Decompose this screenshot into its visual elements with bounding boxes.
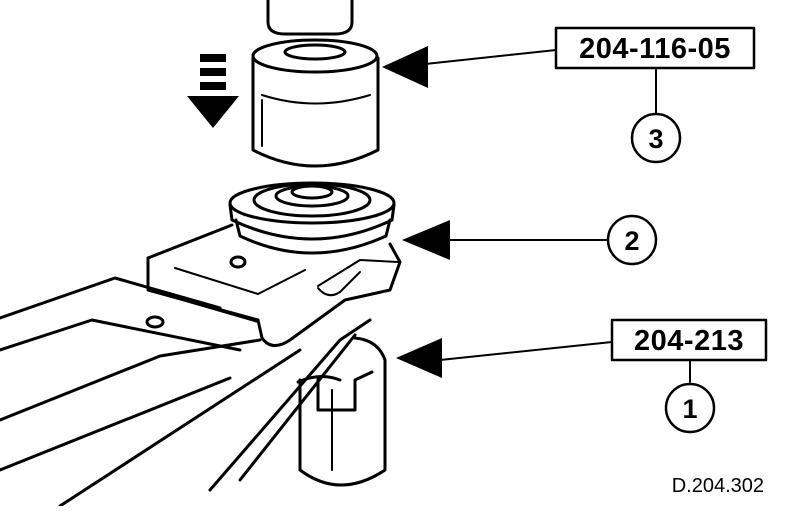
callout-circle-2: [606, 214, 658, 266]
press-shaft: [266, 0, 354, 36]
callout-number-2: 2: [624, 226, 639, 256]
callout-circle-3: [630, 112, 682, 164]
pressing-tool: [251, 38, 380, 168]
control-arm: [145, 223, 402, 347]
callout-number-3: 3: [648, 124, 663, 154]
rubber-bearing: [228, 181, 396, 255]
arm-beam: [0, 276, 372, 508]
support-tool: [296, 336, 387, 487]
tool-label-lower: 204-213: [634, 325, 744, 357]
figure-reference: D.204.302: [672, 475, 764, 497]
tool-label-box-upper: [554, 26, 756, 70]
callout-circle-1: [664, 382, 716, 434]
tool-label-box-lower: [610, 318, 768, 362]
pointer-arrowheads: [382, 46, 450, 378]
leader-lines: [415, 49, 691, 383]
tool-label-upper: 204-116-05: [579, 33, 731, 65]
callout-number-1: 1: [682, 394, 697, 424]
press-direction-arrow: [187, 54, 239, 128]
